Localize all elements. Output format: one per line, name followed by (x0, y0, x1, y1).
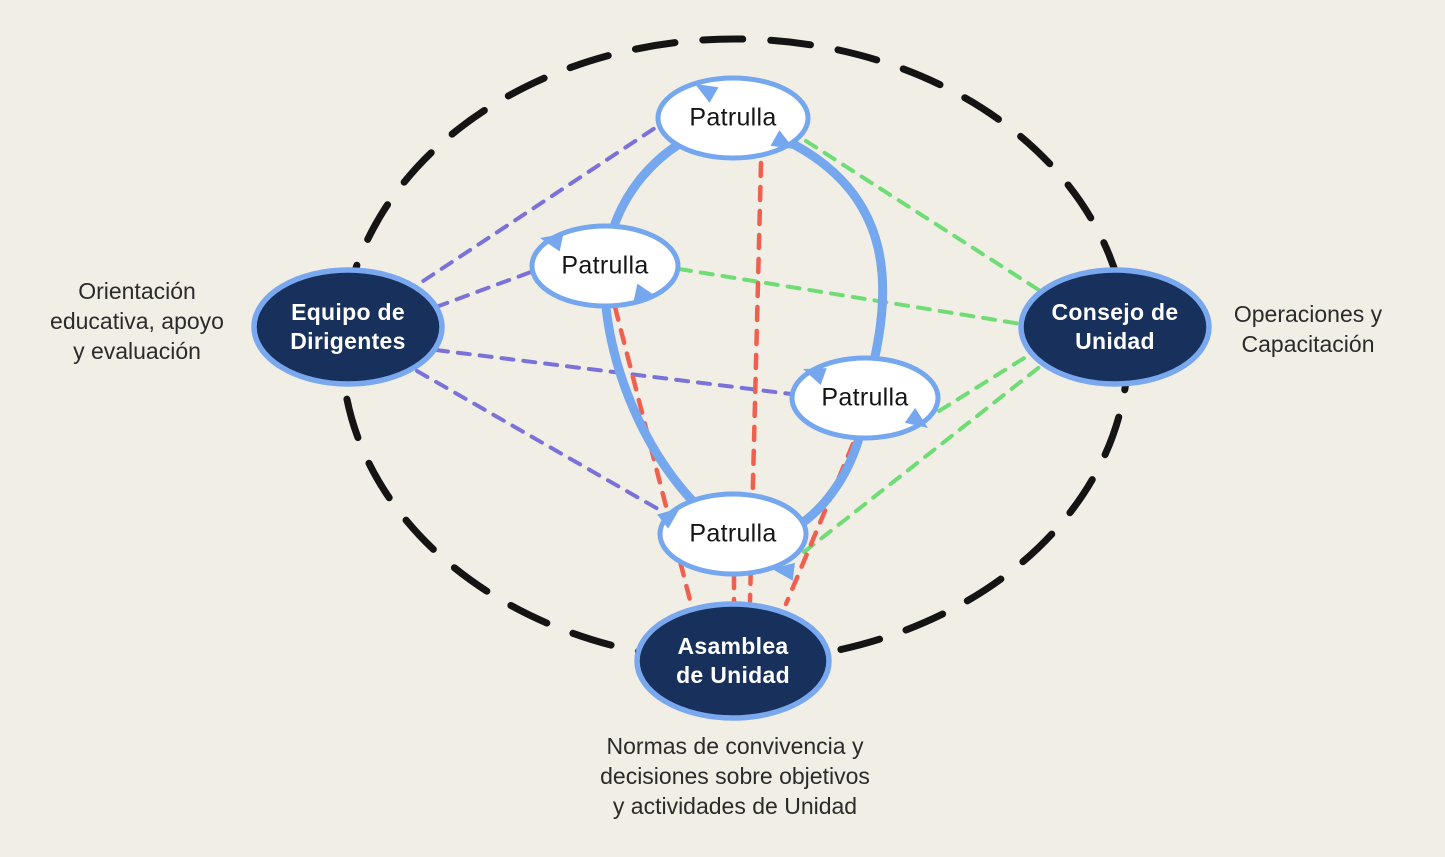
asamblea-role-annotation: Normas de convivencia y decisiones sobre… (600, 733, 870, 819)
consejo-unidad-label: Consejo de Unidad (1051, 299, 1179, 354)
link-consejo-patrulla-right (937, 353, 1031, 413)
patrulla-label-right: Patrulla (821, 383, 909, 412)
equipo-dirigentes-label: Equipo de Dirigentes (290, 299, 406, 354)
link-consejo-patrulla-top (804, 139, 1044, 294)
patrulla-node-bottom (657, 491, 809, 577)
cycle-arrow-icon (772, 562, 795, 581)
link-equipo-patrulla-top (403, 122, 663, 295)
consejo-role-annotation: Operaciones y Capacitación (1233, 301, 1383, 357)
patrulla-label-bottom: Patrulla (689, 519, 777, 548)
link-consejo-patrulla-bottom (802, 363, 1044, 554)
consejo-unidad-node (1018, 267, 1212, 387)
cycle-arrow-icon (540, 233, 564, 252)
equipo-dirigentes-node (251, 267, 445, 387)
cycle-arrow-icon (770, 130, 794, 149)
asamblea-unidad-label: Asamblea de Unidad (676, 633, 790, 688)
cycle-arrow-icon (633, 283, 657, 302)
equipo-role-annotation: Orientación educativa, apoyo y evaluació… (50, 278, 224, 364)
patrulla-node-right (789, 355, 941, 441)
link-equipo-patrulla-right (434, 348, 793, 396)
asamblea-unidad-node (634, 601, 832, 721)
patrulla-node-left (529, 223, 681, 309)
link-equipo-patrulla-bottom (415, 369, 667, 515)
patrulla-node-top (655, 75, 811, 161)
patrulla-label-left: Patrulla (561, 251, 649, 280)
patrol-cycle-path (600, 115, 888, 544)
link-equipo-patrulla-left (434, 270, 533, 309)
cycle-arrow-icon (803, 368, 827, 385)
cycle-arrow-icon (904, 408, 928, 428)
cycle-arrow-icon (695, 84, 719, 103)
link-consejo-patrulla-left (677, 267, 1023, 326)
patrulla-label-top: Patrulla (689, 103, 777, 132)
cycle-arrow-icon (657, 508, 680, 529)
